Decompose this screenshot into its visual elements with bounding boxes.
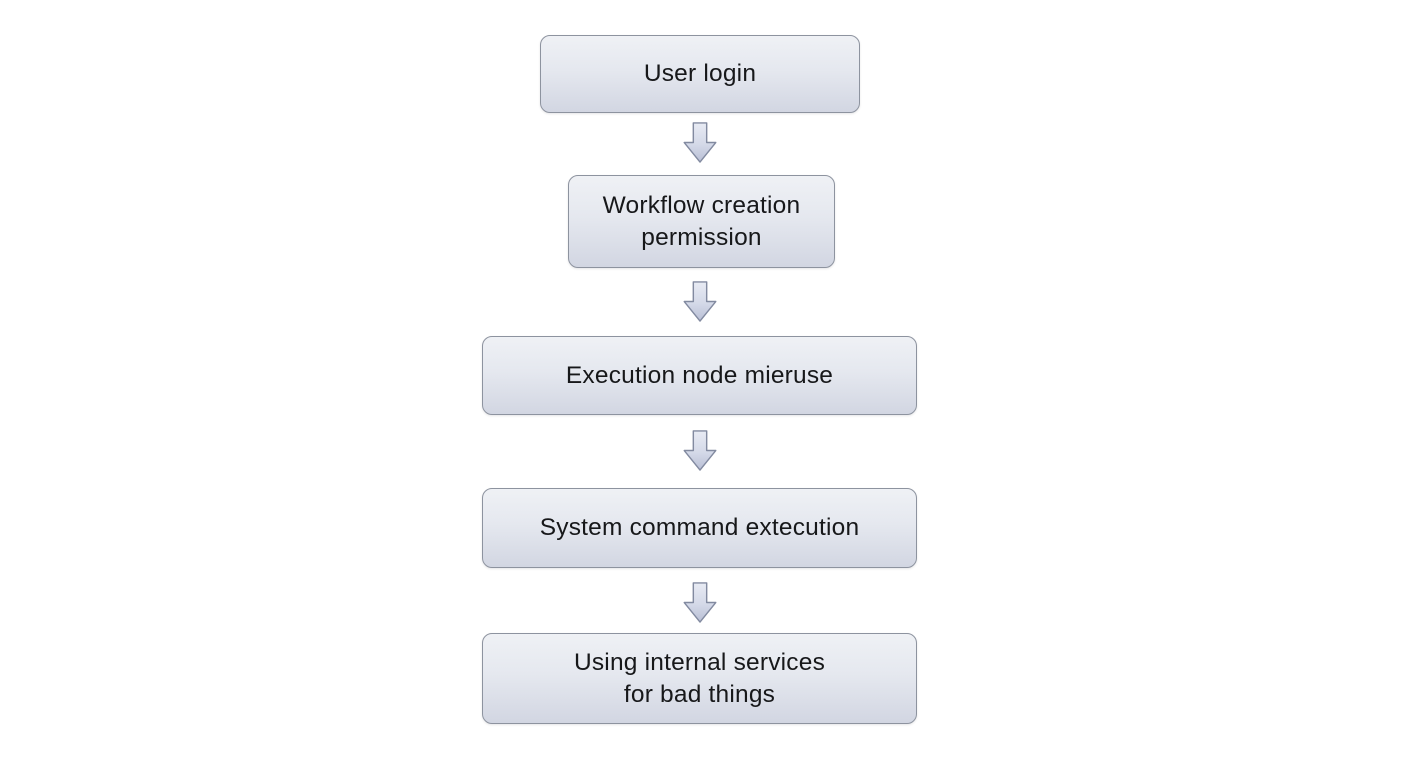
down-arrow-icon — [683, 430, 717, 471]
flow-node-system-command-extecution: System command extecution — [482, 488, 917, 568]
down-arrow-icon — [683, 281, 717, 322]
flow-node-internal-services-bad-things: Using internal services for bad things — [482, 633, 917, 724]
down-arrow-icon — [683, 122, 717, 163]
flow-node-label: Using internal services for bad things — [573, 649, 826, 708]
down-arrow-icon — [683, 582, 717, 623]
flow-node-label: User login — [643, 60, 757, 88]
flow-node-label: System command extecution — [539, 514, 860, 542]
flow-node-user-login: User login — [540, 35, 860, 113]
flow-node-workflow-creation-permission: Workflow creation permission — [568, 175, 835, 268]
flow-node-label: Workflow creation permission — [602, 192, 801, 251]
flow-node-label: Execution node mieruse — [565, 361, 834, 389]
flow-node-execution-node-mieruse: Execution node mieruse — [482, 336, 917, 415]
